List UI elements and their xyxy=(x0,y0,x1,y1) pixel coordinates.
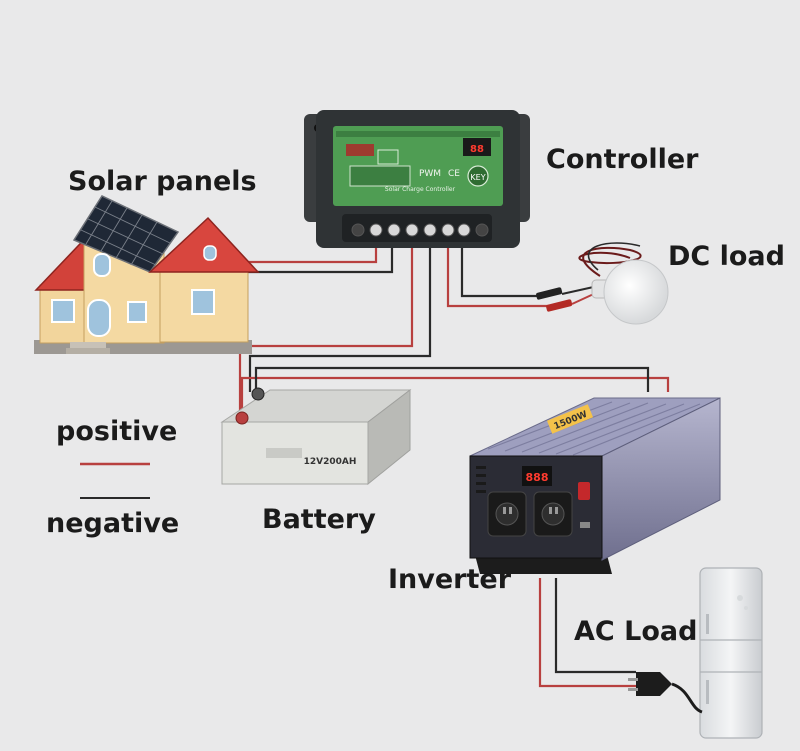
legend-negative-label: negative xyxy=(46,508,180,539)
inverter-positive-wire xyxy=(240,376,670,416)
inverter-display-digits: 888 xyxy=(526,471,549,484)
battery-negative-wire xyxy=(248,232,432,392)
battery-rating-label: 12V200AH xyxy=(304,457,357,467)
house-with-solar-panels xyxy=(34,195,260,354)
label-controller: Controller xyxy=(546,144,699,175)
dc-load-bulb xyxy=(536,242,669,325)
controller-display-digits: 88 xyxy=(470,144,484,155)
controller-terminals xyxy=(351,223,489,237)
controller-key-button[interactable] xyxy=(467,165,489,187)
inverter-display xyxy=(522,466,552,486)
wiring xyxy=(232,232,670,688)
battery-positive-terminal xyxy=(235,411,249,425)
controller-mode-text: PWM xyxy=(419,169,441,179)
label-dc-load: DC load xyxy=(668,241,785,272)
inverter: 888 1500W xyxy=(469,397,721,574)
inverter-usb-port[interactable] xyxy=(580,522,590,528)
inverter-power-switch[interactable] xyxy=(578,482,590,500)
controller-subtitle: Solar Charge Controller xyxy=(385,186,456,193)
acload-negative-wire xyxy=(554,578,636,674)
dcload-positive-wire xyxy=(446,232,558,308)
charge-controller: 88 KEY PWM CE Solar Charge Controller xyxy=(304,110,530,248)
controller-key-label: KEY xyxy=(470,173,485,182)
label-solar-panels: Solar panels xyxy=(68,166,257,197)
label-ac-load: AC Load xyxy=(574,616,698,647)
controller-ce-mark: CE xyxy=(448,169,460,179)
acload-positive-wire xyxy=(538,578,636,688)
label-inverter: Inverter xyxy=(388,564,512,595)
battery: 12V200AH xyxy=(220,387,412,486)
label-battery: Battery xyxy=(262,504,376,535)
dcload-negative-wire xyxy=(460,232,548,298)
inverter-negative-wire xyxy=(254,366,650,392)
ac-load-fridge xyxy=(628,567,763,739)
battery-positive-wire xyxy=(238,232,414,416)
battery-negative-terminal xyxy=(251,387,265,401)
legend-positive-label: positive xyxy=(56,416,178,447)
